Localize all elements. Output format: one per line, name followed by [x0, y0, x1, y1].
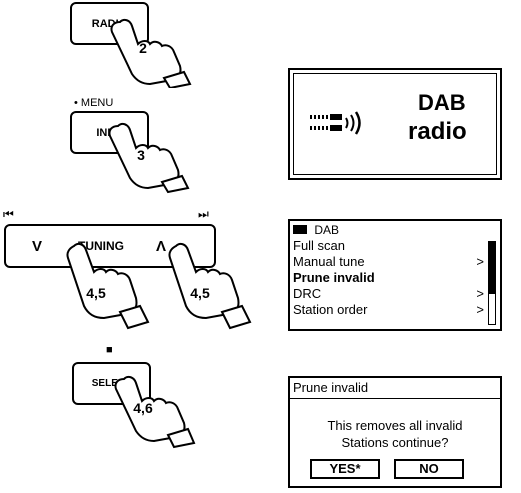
dialog-title-divider [290, 398, 500, 399]
menu-item-station-order[interactable]: Station order > [290, 302, 500, 318]
menu-item-prune-invalid[interactable]: Prune invalid [290, 270, 500, 286]
step-number: 4,5 [76, 285, 116, 301]
menu-scrollbar[interactable] [488, 241, 496, 325]
menu-item-drc[interactable]: DRC > [290, 286, 500, 302]
display-icon [293, 225, 307, 234]
display-dab-radio: DAB radio [288, 68, 502, 180]
step-number: 2 [123, 40, 163, 56]
menu-label: • MENU [74, 97, 113, 109]
tuning-up-button[interactable]: Λ [156, 238, 166, 255]
step-number: 4,6 [123, 400, 163, 416]
menu-scrollbar-thumb[interactable] [489, 242, 495, 294]
stop-icon: ■ [106, 344, 113, 356]
dialog-message-line-1: This removes all invalid [290, 418, 500, 433]
next-track-icon: ⏭ [198, 207, 209, 222]
no-button[interactable]: NO [394, 459, 464, 479]
step-number: 3 [121, 147, 161, 163]
menu-item-manual-tune[interactable]: Manual tune > [290, 254, 500, 270]
menu-title: DAB [290, 223, 500, 238]
display-line-2: radio [408, 118, 467, 146]
yes-button[interactable]: YES* [310, 459, 380, 479]
dialog-message-line-2: Stations continue? [290, 435, 500, 450]
selected-marker: * [355, 461, 360, 476]
step-number: 4,5 [180, 285, 220, 301]
display-line-1: DAB [418, 90, 466, 116]
prev-track-icon: ⏮ [3, 207, 14, 222]
display-prune-confirm: Prune invalid This removes all invalid S… [288, 376, 502, 488]
dialog-title: Prune invalid [293, 380, 368, 395]
menu-item-full-scan[interactable]: Full scan [290, 238, 500, 254]
display-dab-menu: DAB Full scan Manual tune > Prune invali… [288, 219, 502, 331]
tuning-down-button[interactable]: V [32, 238, 42, 255]
dab-signal-icon [310, 110, 370, 136]
